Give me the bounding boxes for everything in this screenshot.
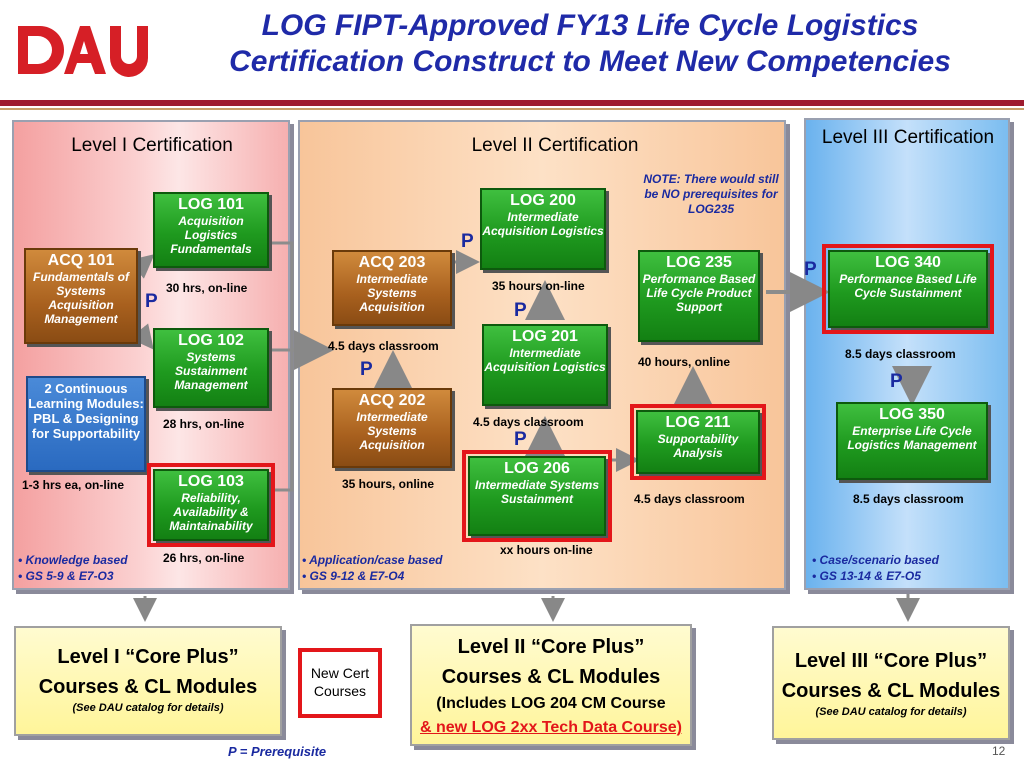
log102-hours: 28 hrs, on-line bbox=[163, 417, 245, 431]
level-1-bullet: • Knowledge based bbox=[18, 553, 128, 567]
log102-box: LOG 102 Systems Sustainment Management bbox=[153, 328, 269, 408]
title-line-1: LOG FIPT-Approved FY13 Life Cycle Logist… bbox=[261, 9, 919, 42]
cl-modules-hours: 1-3 hrs ea, on-line bbox=[22, 478, 125, 492]
level-2-bullets: • Application/case based • GS 9-12 & E7-… bbox=[302, 552, 442, 584]
log103-code: LOG 103 bbox=[178, 473, 244, 490]
level-2-bullet: • Application/case based bbox=[302, 553, 443, 567]
log206-name: Intermediate Systems Sustainment bbox=[474, 478, 600, 506]
level-2-core-plus: Level II “Core Plus” Courses & CL Module… bbox=[410, 624, 692, 746]
log201-box: LOG 201 Intermediate Acquisition Logisti… bbox=[482, 324, 608, 406]
log350-name: Enterprise Life Cycle Logistics Manageme… bbox=[847, 424, 977, 452]
prereq-marker: P bbox=[804, 259, 817, 280]
acq202-hours: 35 hours, online bbox=[342, 477, 435, 491]
core-l2-line2: Courses & CL Modules bbox=[441, 666, 661, 688]
log211-box: LOG 211 Supportability Analysis bbox=[630, 404, 766, 480]
core-l3-line2: Courses & CL Modules bbox=[781, 680, 1001, 702]
header-divider bbox=[0, 100, 1024, 106]
log350-box: LOG 350 Enterprise Life Cycle Logistics … bbox=[836, 402, 988, 480]
level-3-bullets: • Case/scenario based • GS 13-14 & E7-O5 bbox=[812, 552, 939, 584]
core-l1-line2: Courses & CL Modules bbox=[38, 676, 258, 698]
log340-code: LOG 340 bbox=[875, 254, 941, 271]
acq203-name: Intermediate Systems Acquisition bbox=[356, 272, 428, 314]
log103-name: Reliability, Availability & Maintainabil… bbox=[169, 491, 253, 533]
log103-hours: 26 hrs, on-line bbox=[163, 551, 245, 565]
log206-code: LOG 206 bbox=[504, 460, 570, 477]
acq203-code: ACQ 203 bbox=[358, 254, 426, 271]
log101-hours: 30 hrs, on-line bbox=[166, 281, 248, 295]
log201-code: LOG 201 bbox=[512, 328, 578, 345]
log350-hours: 8.5 days classroom bbox=[853, 492, 964, 506]
core-l2-line3: (Includes LOG 204 CM Course bbox=[436, 695, 666, 712]
acq101-name: Fundamentals of Systems Acquisition Mana… bbox=[32, 270, 129, 326]
prereq-marker: P bbox=[360, 359, 373, 380]
core-l1-line1: Level I “Core Plus” bbox=[57, 646, 239, 668]
acq101-code: ACQ 101 bbox=[47, 252, 115, 269]
log340-name: Performance Based Life Cycle Sustainment bbox=[839, 272, 977, 300]
log235-box: LOG 235 Performance Based Life Cycle Pro… bbox=[638, 250, 760, 342]
prereq-marker: P bbox=[145, 291, 158, 312]
page-title: LOG FIPT-Approved FY13 Life Cycle Logist… bbox=[160, 8, 1020, 80]
acq203-box: ACQ 203 Intermediate Systems Acquisition bbox=[332, 250, 452, 326]
prereq-marker: P bbox=[890, 371, 903, 392]
log200-box: LOG 200 Intermediate Acquisition Logisti… bbox=[480, 188, 606, 270]
log200-hours: 35 hours on-line bbox=[492, 279, 585, 293]
log201-hours: 4.5 days classroom bbox=[473, 415, 584, 429]
core-l2-line1: Level II “Core Plus” bbox=[457, 636, 645, 658]
log340-box: LOG 340 Performance Based Life Cycle Sus… bbox=[822, 244, 994, 334]
acq203-hours: 4.5 days classroom bbox=[328, 339, 439, 353]
core-l3-note: (See DAU catalog for details) bbox=[815, 706, 967, 718]
level-3-panel bbox=[804, 118, 1010, 590]
log235-code: LOG 235 bbox=[666, 254, 732, 271]
acq101-box: ACQ 101 Fundamentals of Systems Acquisit… bbox=[24, 248, 138, 344]
acq202-name: Intermediate Systems Acquisition bbox=[356, 410, 428, 452]
level-1-bullets: • Knowledge based • GS 5-9 & E7-O3 bbox=[18, 552, 128, 584]
log340-hours: 8.5 days classroom bbox=[845, 347, 956, 361]
log350-code: LOG 350 bbox=[879, 406, 945, 423]
dau-logo bbox=[14, 16, 149, 86]
log101-box: LOG 101 Acquisition Logistics Fundamenta… bbox=[153, 192, 269, 268]
level-3-core-plus: Level III “Core Plus” Courses & CL Modul… bbox=[772, 626, 1010, 740]
log102-name: Systems Sustainment Management bbox=[174, 350, 248, 392]
log211-name: Supportability Analysis bbox=[657, 432, 739, 460]
level-3-bullet: • GS 13-14 & E7-O5 bbox=[812, 569, 921, 583]
log103-box: LOG 103 Reliability, Availability & Main… bbox=[147, 463, 275, 547]
log235-note: NOTE: There would still be NO prerequisi… bbox=[643, 172, 779, 216]
new-cert-legend: New Cert Courses bbox=[298, 648, 382, 718]
cl-modules-box: 2 Continuous Learning Modules: PBL & Des… bbox=[26, 376, 146, 472]
header-divider-thin bbox=[0, 108, 1024, 110]
level-1-bullet: • GS 5-9 & E7-O3 bbox=[18, 569, 114, 583]
log235-name: Performance Based Life Cycle Product Sup… bbox=[642, 272, 756, 314]
level-1-core-plus: Level I “Core Plus” Courses & CL Modules… bbox=[14, 626, 282, 736]
acq202-box: ACQ 202 Intermediate Systems Acquisition bbox=[332, 388, 452, 468]
core-l3-line1: Level III “Core Plus” bbox=[794, 650, 988, 672]
acq202-code: ACQ 202 bbox=[358, 392, 426, 409]
log235-hours: 40 hours, online bbox=[638, 355, 731, 369]
page-number: 12 bbox=[992, 744, 1006, 758]
prereq-legend: P = Prerequisite bbox=[228, 744, 327, 759]
log101-name: Acquisition Logistics Fundamentals bbox=[170, 214, 252, 256]
level-2-title: Level II Certification bbox=[471, 135, 639, 156]
log200-code: LOG 200 bbox=[510, 192, 576, 209]
prereq-marker: P bbox=[461, 231, 474, 252]
log101-code: LOG 101 bbox=[178, 196, 244, 213]
level-2-bullet: • GS 9-12 & E7-O4 bbox=[302, 569, 405, 583]
title-line-2: Certification Construct to Meet New Comp… bbox=[229, 45, 951, 78]
core-l2-line4: & new LOG 2xx Tech Data Course) bbox=[420, 719, 682, 736]
level-3-title: Level III Certification bbox=[821, 127, 995, 148]
log102-code: LOG 102 bbox=[178, 332, 244, 349]
log206-hours: xx hours on-line bbox=[500, 543, 593, 557]
cl-modules-text: 2 Continuous Learning Modules: PBL & Des… bbox=[28, 381, 144, 441]
prereq-marker: P bbox=[514, 429, 527, 450]
level-1-title: Level I Certification bbox=[71, 135, 233, 156]
log201-name: Intermediate Acquisition Logistics bbox=[484, 346, 606, 374]
log200-name: Intermediate Acquisition Logistics bbox=[482, 210, 604, 238]
log211-code: LOG 211 bbox=[665, 414, 731, 431]
core-l1-note: (See DAU catalog for details) bbox=[72, 702, 224, 714]
level-3-bullet: • Case/scenario based bbox=[812, 553, 939, 567]
prereq-marker: P bbox=[514, 300, 527, 321]
log206-box: LOG 206 Intermediate Systems Sustainment bbox=[462, 450, 612, 542]
log211-hours: 4.5 days classroom bbox=[634, 492, 745, 506]
